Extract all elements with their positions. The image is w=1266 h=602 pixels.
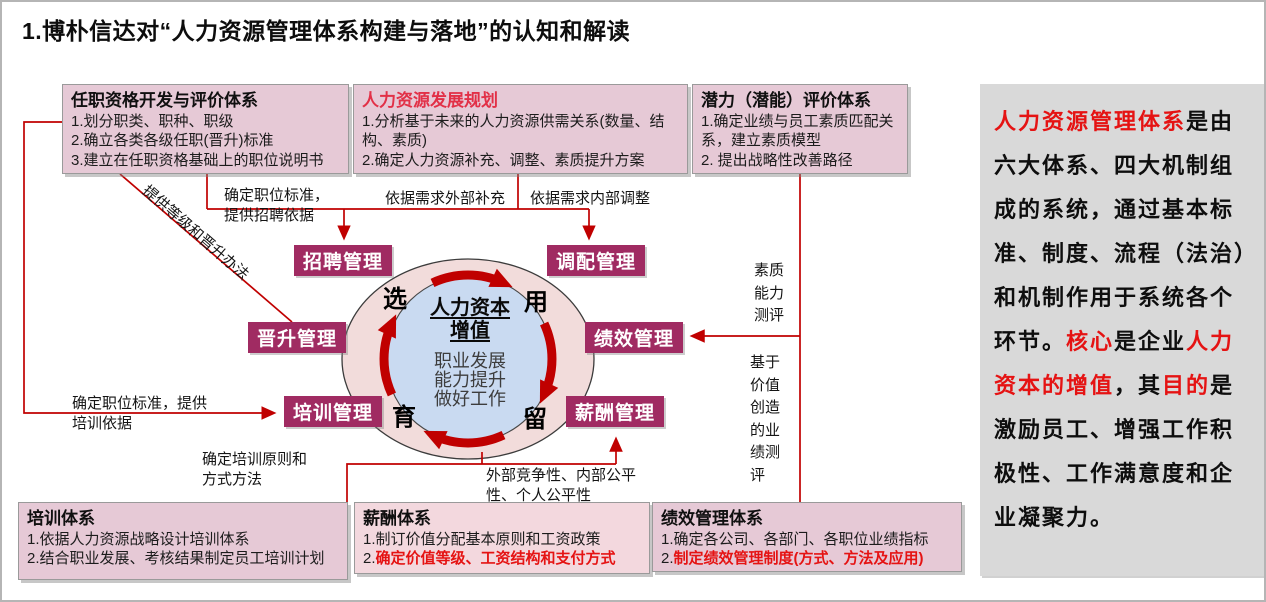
center-subline-2: 能力提升 xyxy=(434,370,506,390)
box-item: 1.制订价值分配基本原则和工资政策 xyxy=(363,530,641,549)
center-title-line1: 人力资本 xyxy=(430,297,510,319)
node-deployment: 调配管理 xyxy=(547,245,645,276)
sidebar-panel: 人力资源管理体系是由六大体系、四大机制组成的系统，通过基本标准、制度、流程（法治… xyxy=(980,84,1264,576)
node-recruitment: 招聘管理 xyxy=(294,245,392,276)
box-item-text: 1.划分职类、职种、职级 xyxy=(71,113,234,131)
highlight-text: 目的 xyxy=(1162,373,1211,398)
ring-label-use: 用 xyxy=(524,289,548,316)
label-training-principle: 确定培训原则和 方式方法 xyxy=(202,451,308,488)
highlight-text: 人力资源管理体系 xyxy=(994,109,1187,134)
box-item-text: 2.确定人力资源补充、调整、素质提升方案 xyxy=(362,151,645,169)
box-item: 1.划分职类、职种、职级 xyxy=(71,112,340,131)
node-compensation: 薪酬管理 xyxy=(566,396,664,427)
node-training: 培训管理 xyxy=(284,396,382,427)
box-item-text: 3.建立在任职资格基础上的职位说明书 xyxy=(71,151,324,169)
box-item-text: 1.制订价值分配基本原则和工资政策 xyxy=(363,531,601,549)
body-text: 是企业 xyxy=(1114,329,1187,354)
ring-label-develop: 育 xyxy=(392,404,416,431)
label-value-performance: 基于价值创造的业绩测评 xyxy=(750,354,781,484)
ring-label-select: 选 xyxy=(383,286,407,313)
label-job-standard-training: 确定职位标准，提供 培训依据 xyxy=(72,395,208,432)
box-items: 1.分析基于未来的人力资源供需关系(数量、结构、素质)2.确定人力资源补充、调整… xyxy=(362,112,679,170)
box-item-text: 2. 提出战略性改善路径 xyxy=(701,151,853,169)
label-fairness: 外部竞争性、内部公平性、个人公平性 xyxy=(486,467,637,504)
cycle-arrow-top xyxy=(430,268,513,288)
node-performance: 绩效管理 xyxy=(585,322,683,353)
center-subline-3: 做好工作 xyxy=(434,389,506,409)
box-title: 绩效管理体系 xyxy=(661,509,763,528)
box-item: 1.确定业绩与员工素质匹配关系，建立素质模型 xyxy=(701,112,899,150)
page-title: 1.博朴信达对“人力资源管理体系构建与落地”的认知和解读 xyxy=(22,18,631,44)
box-item-text: 1.确定业绩与员工素质匹配关系，建立素质模型 xyxy=(701,113,894,150)
box-item-text: 2. xyxy=(661,550,674,568)
highlight-text: 核心 xyxy=(1066,329,1115,354)
box-title: 人力资源发展规划 xyxy=(362,91,498,110)
ring-label-retain: 留 xyxy=(523,406,547,433)
label-quality-assessment: 素质能力测评 xyxy=(754,262,785,324)
body-text: ，其 xyxy=(1114,373,1163,398)
box-item: 3.建立在任职资格基础上的职位说明书 xyxy=(71,151,340,170)
center-title-line2: 增值 xyxy=(450,320,490,342)
label-internal-adjust: 依据需求内部调整 xyxy=(530,190,651,207)
top-box-hr-planning: 人力资源发展规划 1.分析基于未来的人力资源供需关系(数量、结构、素质)2.确定… xyxy=(353,84,688,174)
box-item: 2. 提出战略性改善路径 xyxy=(701,151,899,170)
box-item-text: 1.确定各公司、各部门、各职位业绩指标 xyxy=(661,531,929,549)
box-title: 培训体系 xyxy=(27,509,95,528)
body-text: 是由六大体系、四大机制组成的系统，通过基本标准、制度、流程（法治）和机制作用于系… xyxy=(994,109,1248,354)
box-item-text: 1.分析基于未来的人力资源供需关系(数量、结构、素质) xyxy=(362,113,665,150)
body-text: 是激励员工、增强工作积极性、工作满意度和企业凝聚力。 xyxy=(994,373,1235,530)
box-title: 薪酬体系 xyxy=(363,509,431,528)
box-item: 2.确定人力资源补充、调整、素质提升方案 xyxy=(362,151,679,170)
box-item-highlight: 确定价值等级、工资结构和支付方式 xyxy=(375,550,616,568)
label-job-standard-recruit: 确定职位标准， 提供招聘依据 xyxy=(224,187,330,224)
box-item: 1.依据人力资源战略设计培训体系 xyxy=(27,530,339,549)
box-item: 1.分析基于未来的人力资源供需关系(数量、结构、素质) xyxy=(362,112,679,150)
box-title: 潜力（潜能）评价体系 xyxy=(701,91,871,110)
center-subline-1: 职业发展 xyxy=(434,351,506,371)
box-item-text: 2.结合职业发展、考核结果制定员工培训计划 xyxy=(27,550,325,568)
box-item-text: 1.依据人力资源战略设计培训体系 xyxy=(27,531,250,549)
node-promotion: 晋升管理 xyxy=(248,322,346,353)
box-item: 2.确定价值等级、工资结构和支付方式 xyxy=(363,549,641,568)
sidebar-text: 人力资源管理体系是由六大体系、四大机制组成的系统，通过基本标准、制度、流程（法治… xyxy=(994,109,1247,530)
box-item: 2.确立各类各级任职(晋升)标准 xyxy=(71,131,340,150)
box-item-text: 2. xyxy=(363,550,376,568)
label-external-supplement: 依据需求外部补充 xyxy=(385,190,506,207)
box-item-text: 2.确立各类各级任职(晋升)标准 xyxy=(71,132,274,150)
box-item-highlight: 制定绩效管理制度(方式、方法及应用) xyxy=(673,550,924,568)
highlight-text: 人力资本的增值 xyxy=(994,329,1235,398)
box-title: 任职资格开发与评价体系 xyxy=(71,91,258,110)
cycle-arrow-bottom xyxy=(423,430,506,450)
box-item: 2.制定绩效管理制度(方式、方法及应用) xyxy=(661,549,953,568)
box-item: 2.结合职业发展、考核结果制定员工培训计划 xyxy=(27,549,339,568)
box-item: 1.确定各公司、各部门、各职位业绩指标 xyxy=(661,530,953,549)
